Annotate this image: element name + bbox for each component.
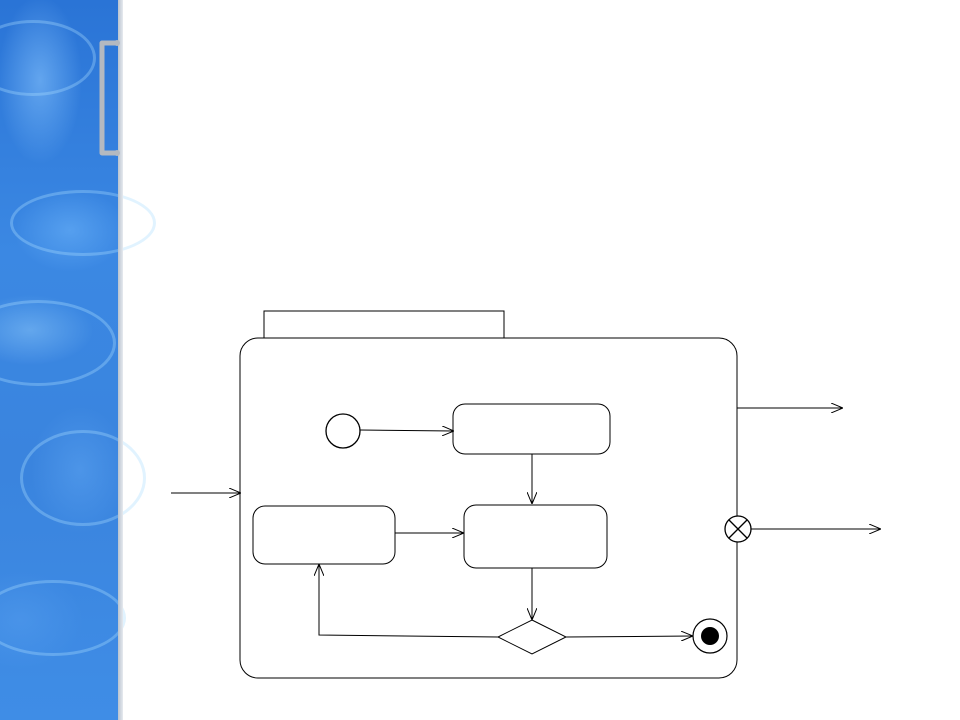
slide-bracket: [99, 40, 120, 156]
decision-node: [496, 619, 568, 655]
transition-decision-to-final: [565, 636, 692, 637]
composite-state-tab: [263, 310, 505, 339]
final-state-inner: [701, 627, 719, 645]
initial-state: [325, 413, 361, 449]
transition-initial-to-top: [359, 430, 453, 431]
side-panel: [0, 0, 156, 720]
state-box-top: [452, 403, 611, 455]
state-box-middle: [463, 504, 608, 569]
exit-point-cross-b: [728, 519, 748, 539]
side-panel-edge: [118, 0, 123, 720]
state-box-left: [252, 505, 396, 565]
transition-decision-to-left: [319, 565, 499, 638]
